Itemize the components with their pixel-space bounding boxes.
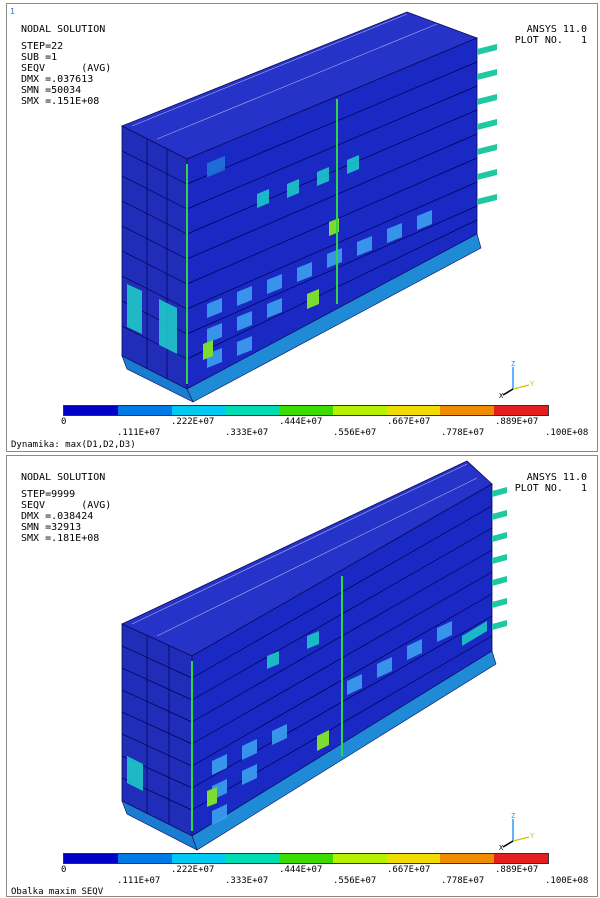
legend-tick: .100E+08 [545, 428, 589, 438]
legend-tick: .333E+07 [225, 428, 269, 438]
stat-dmx: DMX =.037613 [21, 74, 94, 85]
result-title: NODAL SOLUTION [21, 24, 106, 35]
plot-caption: Dynamika: max(D1,D2,D3) [11, 440, 136, 450]
stat-seqv: SEQV (AVG) [21, 500, 112, 511]
legend-tick: .444E+07 [279, 865, 323, 875]
stat-step: STEP=22 [21, 41, 64, 52]
legend-ticks: 0 .222E+07 .444E+07 .667E+07 .889E+07 .1… [7, 865, 597, 889]
legend-band-3 [171, 406, 226, 415]
contour-legend-bar [63, 853, 549, 864]
triad-x-label: X [499, 844, 504, 851]
legend-tick: 0 [61, 865, 67, 875]
triad-z-label: Z [511, 812, 515, 820]
legend-band-7 [386, 406, 441, 415]
legend-ticks: 0 .222E+07 .444E+07 .667E+07 .889E+07 .1… [7, 417, 597, 441]
plot-panel-top: 1 [6, 3, 598, 452]
legend-tick: .222E+07 [171, 865, 215, 875]
stat-sub: SUB =1 [21, 52, 58, 63]
legend-tick: .111E+07 [117, 876, 161, 886]
fe-building-model-top [121, 11, 497, 403]
legend-band-8 [440, 854, 495, 863]
axis-triad-icon: Z Y X [499, 359, 539, 400]
fe-building-model-bottom [121, 460, 507, 851]
legend-band-7 [386, 854, 441, 863]
legend-band-2 [117, 854, 172, 863]
legend-band-6 [332, 854, 387, 863]
stat-smx: SMX =.181E+08 [21, 533, 100, 544]
legend-tick: .100E+08 [545, 876, 589, 886]
legend-band-1 [64, 406, 118, 415]
legend-band-9 [494, 854, 549, 863]
result-title: NODAL SOLUTION [21, 472, 106, 483]
stat-seqv: SEQV (AVG) [21, 63, 112, 74]
triad-y-label: Y [530, 380, 535, 388]
plot-caption: Obalka maxim SEQV [11, 887, 104, 897]
legend-band-6 [332, 406, 387, 415]
plot-number: PLOT NO. 1 [514, 483, 587, 494]
legend-band-4 [225, 854, 280, 863]
legend-band-3 [171, 854, 226, 863]
legend-band-1 [64, 854, 118, 863]
legend-tick: .222E+07 [171, 417, 215, 427]
legend-tick: .111E+07 [117, 428, 161, 438]
legend-band-4 [225, 406, 280, 415]
legend-tick: .444E+07 [279, 417, 323, 427]
stat-smx: SMX =.151E+08 [21, 96, 100, 107]
legend-tick: .556E+07 [333, 428, 377, 438]
legend-tick: .778E+07 [441, 428, 485, 438]
window-number: 1 [10, 7, 15, 16]
legend-band-5 [279, 406, 333, 415]
contour-legend-bar [63, 405, 549, 416]
legend-tick: .889E+07 [495, 417, 539, 427]
legend-band-8 [440, 406, 495, 415]
ansys-version: ANSYS 11.0 [526, 472, 587, 483]
triad-y-label: Y [530, 832, 535, 840]
legend-tick: .778E+07 [441, 876, 485, 886]
plot-number: PLOT NO. 1 [514, 35, 587, 46]
triad-x-label: X [499, 392, 504, 399]
triad-z-label: Z [511, 360, 515, 368]
axis-triad-icon: Z Y X [499, 811, 539, 852]
legend-tick: .889E+07 [495, 865, 539, 875]
legend-band-9 [494, 406, 549, 415]
ansys-version: ANSYS 11.0 [526, 24, 587, 35]
legend-tick: .667E+07 [387, 417, 431, 427]
stat-smn: SMN =32913 [21, 522, 82, 533]
legend-tick: 0 [61, 417, 67, 427]
legend-band-5 [279, 854, 333, 863]
plot-panel-bottom: NODAL SOLUTION STEP=9999 SEQV (AVG) DMX … [6, 455, 598, 897]
legend-band-2 [117, 406, 172, 415]
stat-dmx: DMX =.038424 [21, 511, 94, 522]
legend-tick: .667E+07 [387, 865, 431, 875]
legend-tick: .333E+07 [225, 876, 269, 886]
stat-smn: SMN =50034 [21, 85, 82, 96]
stat-step: STEP=9999 [21, 489, 76, 500]
legend-tick: .556E+07 [333, 876, 377, 886]
